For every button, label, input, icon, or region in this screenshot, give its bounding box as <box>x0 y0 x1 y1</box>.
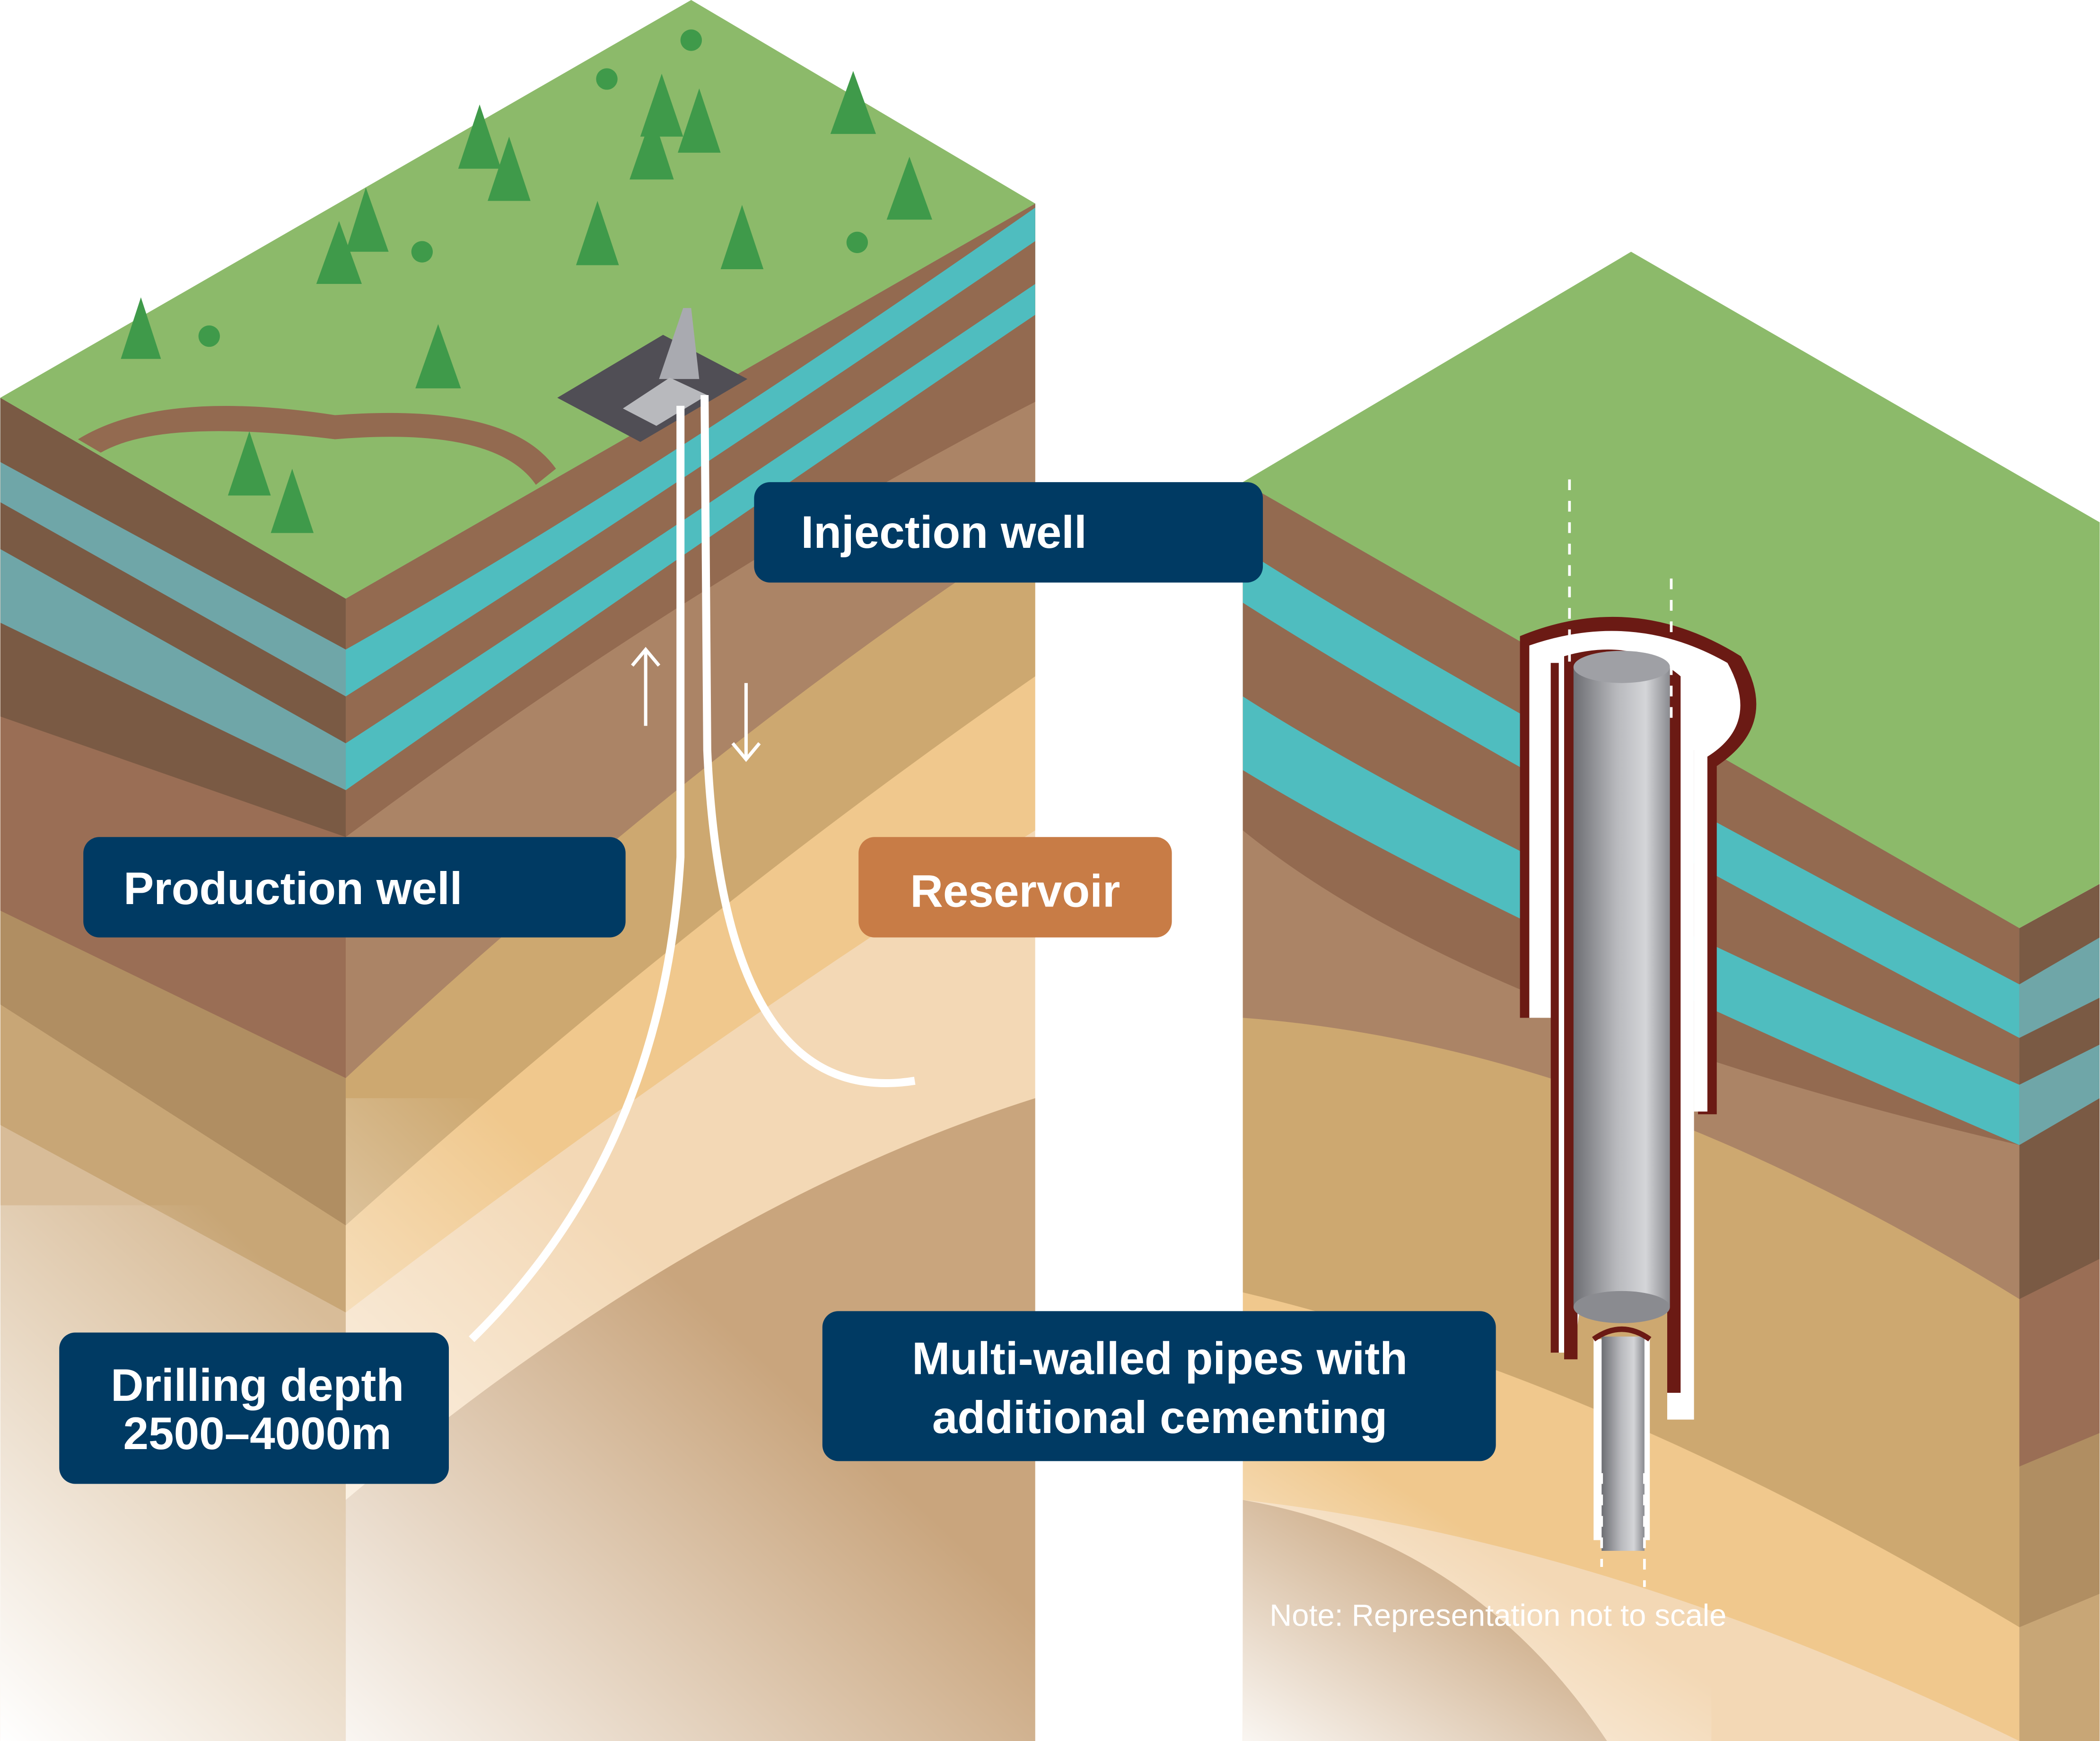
reservoir-label: Reservoir <box>858 837 1172 938</box>
production-well-bore <box>469 405 685 1342</box>
dirt-road <box>78 406 556 485</box>
flow-down-arrow-icon <box>731 683 761 762</box>
svg-text:Multi-walled pipes with: Multi-walled pipes with <box>912 1333 1408 1384</box>
svg-text:Reservoir: Reservoir <box>910 866 1120 916</box>
svg-text:2500–4000m: 2500–4000m <box>123 1408 392 1459</box>
scale-note: Note: Representation not to scale <box>1269 1598 1726 1633</box>
svg-text:Drilling depth: Drilling depth <box>111 1360 404 1411</box>
grass-surface <box>0 0 1035 599</box>
svg-text:Injection well: Injection well <box>801 507 1086 558</box>
multi-walled-pipe <box>1520 479 1757 1587</box>
trees <box>121 29 932 533</box>
multi-walled-pipes-label: Multi-walled pipes with additional cemen… <box>822 1311 1496 1461</box>
left-side-strata <box>0 397 346 1741</box>
drilling-rig <box>659 308 700 379</box>
well-pad <box>557 334 748 442</box>
production-well-label: Production well <box>83 837 626 938</box>
injection-well-bore <box>700 395 916 1087</box>
svg-text:additional cementing: additional cementing <box>932 1392 1387 1443</box>
injection-well-label: Injection well <box>754 482 1263 583</box>
right-block <box>1242 252 2100 1741</box>
drilling-depth-label: Drilling depth 2500–4000m <box>59 1332 449 1484</box>
svg-text:Production well: Production well <box>123 863 462 914</box>
grass-surface-right <box>1242 252 2100 928</box>
left-block <box>0 0 1035 1741</box>
flow-up-arrow-icon <box>631 647 661 726</box>
